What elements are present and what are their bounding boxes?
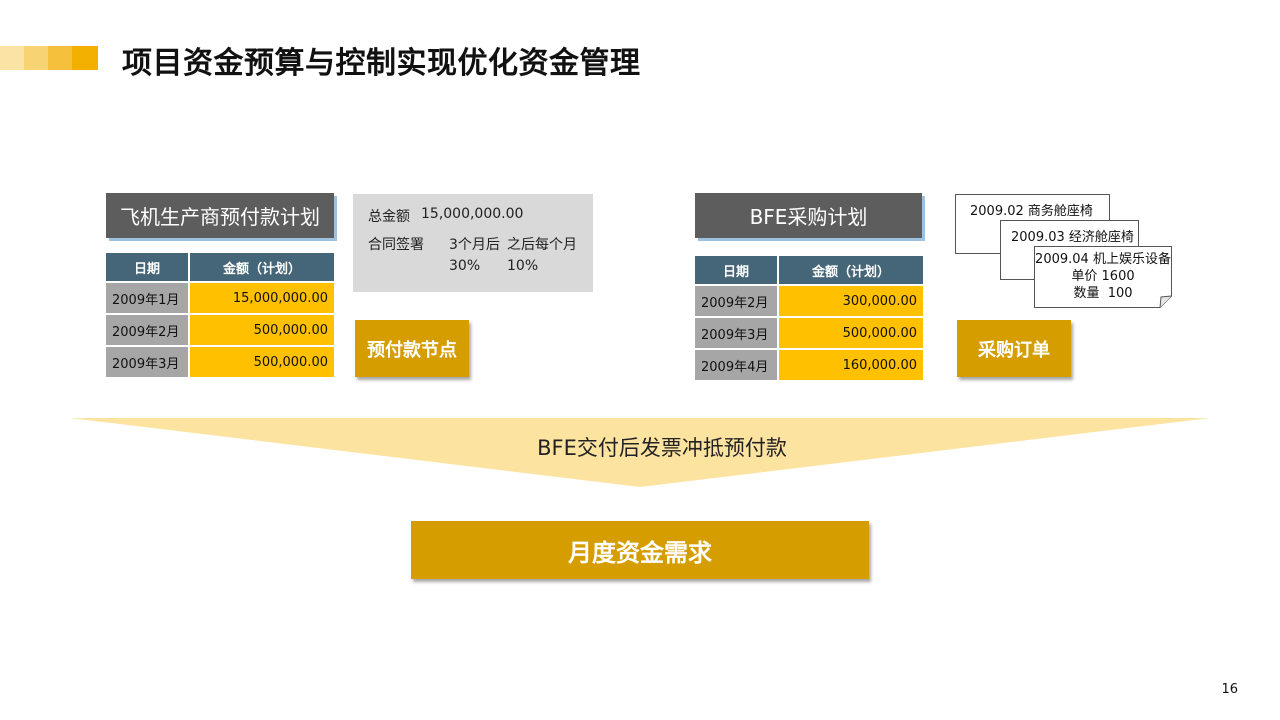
- order-document-3-text: 2009.04 机上娱乐设备 单价 1600 数量 100: [1034, 251, 1172, 302]
- accent-bar-3: [48, 46, 72, 70]
- order-document-3-line-2: 单价 1600: [1071, 269, 1135, 284]
- total-value: 15,000,000.00: [421, 206, 524, 222]
- table-row: 2009年2月 500,000.00: [106, 315, 334, 345]
- amount-cell: 15,000,000.00: [190, 283, 334, 313]
- column-separator: [777, 318, 779, 348]
- column-separator: [777, 350, 779, 380]
- table-header-row: 日期 金额（计划）: [106, 253, 334, 281]
- date-cell: 2009年2月: [106, 315, 188, 345]
- funnel-shape: [70, 418, 1210, 487]
- column-header-date: 日期: [106, 253, 188, 281]
- column-separator: [188, 315, 190, 345]
- aircraft-plan-title: 飞机生产商预付款计划: [106, 193, 334, 238]
- amount-cell: 500,000.00: [190, 347, 334, 377]
- percent-30: 30%: [449, 258, 481, 274]
- date-cell: 2009年2月: [695, 286, 777, 316]
- table-row: 2009年2月 300,000.00: [695, 286, 923, 316]
- column-separator: [188, 253, 190, 281]
- amount-cell: 160,000.00: [779, 350, 923, 380]
- bfe-plan-table: 日期 金额（计划） 2009年2月 300,000.00 2009年3月 500…: [695, 254, 923, 382]
- bfe-plan-title: BFE采购计划: [695, 193, 922, 238]
- table-row: 2009年1月 15,000,000.00: [106, 283, 334, 313]
- funnel-text: BFE交付后发票冲抵预付款: [537, 436, 787, 460]
- column-header-amount: 金额（计划）: [190, 253, 334, 281]
- slide-title: 项目资金预算与控制实现优化资金管理: [122, 46, 641, 81]
- column-separator: [777, 286, 779, 316]
- monthly-demand-button[interactable]: 月度资金需求: [411, 521, 869, 579]
- table-header-row: 日期 金额（计划）: [695, 256, 923, 284]
- order-document-3: [1034, 246, 1172, 308]
- amount-cell: 500,000.00: [190, 315, 334, 345]
- table-row: 2009年3月 500,000.00: [695, 318, 923, 348]
- prepay-node-button[interactable]: 预付款节点: [355, 320, 469, 377]
- column-separator: [777, 256, 779, 284]
- accent-bar-2: [24, 46, 48, 70]
- accent-bar-4: [72, 46, 98, 70]
- order-document-2-text: 2009.03 经济舱座椅: [1011, 230, 1134, 245]
- accent-bar-1: [0, 46, 24, 70]
- each-month-label: 之后每个月: [507, 237, 577, 253]
- order-document-3-line-3: 数量 100: [1073, 286, 1133, 301]
- column-header-amount: 金额（计划）: [779, 256, 923, 284]
- date-cell: 2009年3月: [106, 347, 188, 377]
- purchase-order-button[interactable]: 采购订单: [957, 320, 1071, 377]
- amount-cell: 500,000.00: [779, 318, 923, 348]
- table-row: 2009年4月 160,000.00: [695, 350, 923, 380]
- column-separator: [188, 347, 190, 377]
- column-header-date: 日期: [695, 256, 777, 284]
- page-number: 16: [1221, 682, 1238, 697]
- order-document-3-line-1: 2009.04 机上娱乐设备: [1035, 252, 1171, 267]
- column-separator: [188, 283, 190, 313]
- prepay-info-box: 总金额 15,000,000.00 合同签署 3个月后 之后每个月 30% 10…: [353, 194, 593, 292]
- sign-label: 合同签署: [368, 237, 424, 253]
- date-cell: 2009年1月: [106, 283, 188, 313]
- after-3-months-label: 3个月后: [449, 237, 500, 253]
- table-row: 2009年3月 500,000.00: [106, 347, 334, 377]
- percent-10: 10%: [507, 258, 539, 274]
- amount-cell: 300,000.00: [779, 286, 923, 316]
- aircraft-plan-table: 日期 金额（计划） 2009年1月 15,000,000.00 2009年2月 …: [106, 251, 334, 379]
- date-cell: 2009年4月: [695, 350, 777, 380]
- date-cell: 2009年3月: [695, 318, 777, 348]
- order-document-1-text: 2009.02 商务舱座椅: [970, 204, 1093, 219]
- total-label: 总金额: [368, 209, 410, 225]
